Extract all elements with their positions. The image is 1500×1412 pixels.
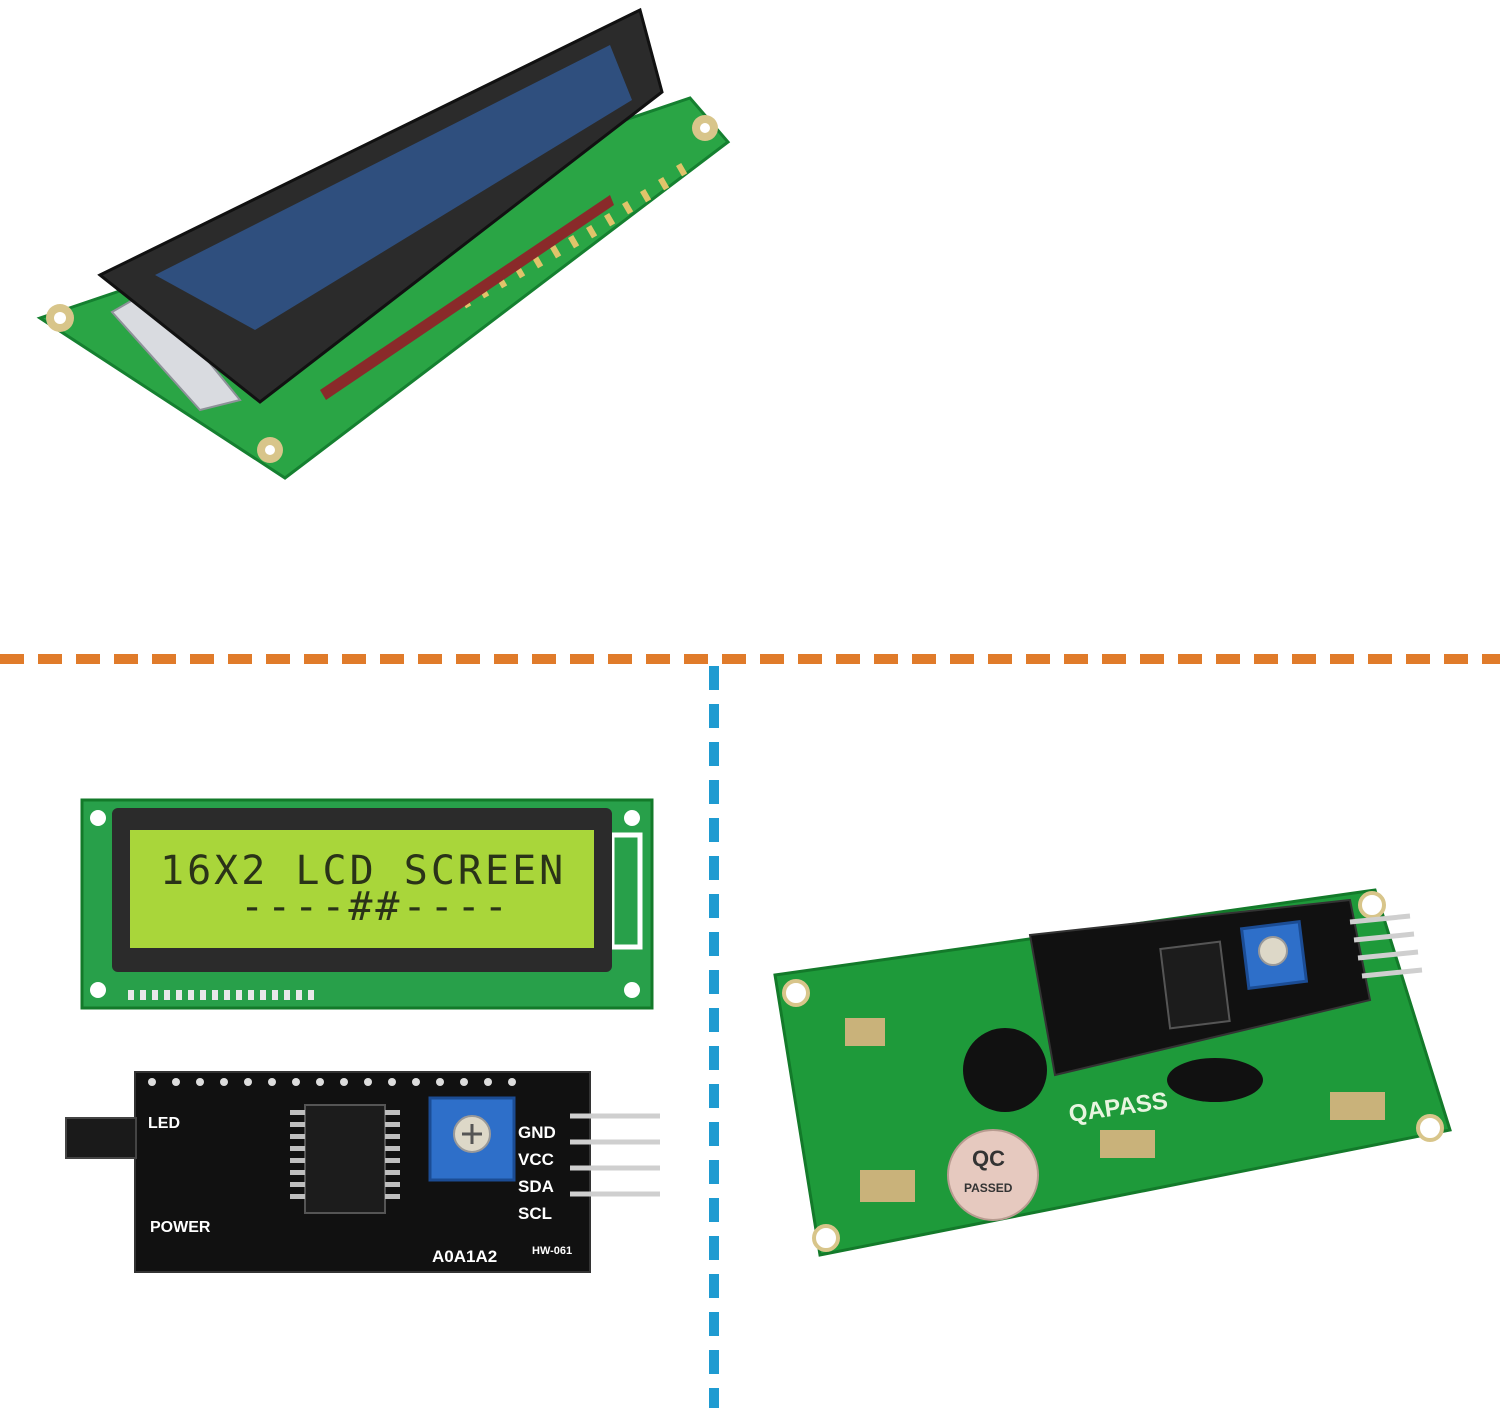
qc-sticker: [947, 1129, 1039, 1221]
pin-label-sda: SDA: [518, 1177, 554, 1196]
header-pins-icon: [148, 1078, 516, 1086]
solder-pad: [1330, 1092, 1385, 1120]
solder-pad: [845, 1018, 885, 1046]
mounting-hole-center: [54, 312, 66, 324]
pin-label-gnd: GND: [518, 1123, 556, 1142]
model-label: HW-061: [532, 1245, 572, 1257]
pcf8574-chip: [304, 1104, 386, 1214]
header-pins-icon: [128, 990, 314, 1000]
bezel-edge: [320, 195, 614, 400]
header-pins-icon: [1349, 913, 1423, 979]
header-pins-icon: [570, 1113, 660, 1197]
mounting-hole-center: [265, 445, 275, 455]
lcd-screen-blue: [155, 45, 632, 330]
lcd-module-front: 16X2 LCD SCREEN ----##----: [80, 798, 654, 1010]
solder-pad: [860, 1170, 915, 1202]
mounting-hole: [90, 810, 106, 826]
qc-sticker-bottom: PASSED: [964, 1181, 1013, 1195]
lcd-screen-yellow-green: [130, 830, 594, 948]
mounting-hole: [90, 982, 106, 998]
mounting-hole: [1358, 891, 1386, 919]
header-pins-icon: [459, 163, 688, 309]
address-pins-label: A0A1A2: [432, 1247, 497, 1266]
lcd-line-2: ----##----: [240, 884, 511, 930]
mounting-hole: [782, 979, 810, 1007]
mounting-hole-center: [700, 123, 710, 133]
qc-sticker-top: QC: [972, 1146, 1005, 1171]
label-led: LED: [148, 1115, 180, 1132]
lcd-line-1: 16X2 LCD SCREEN: [160, 848, 566, 894]
mounting-hole: [1416, 1114, 1444, 1142]
lcd-back-view: QAPASS QC PASSED: [773, 888, 1452, 1257]
solder-pad: [1100, 1130, 1155, 1158]
chip-pins: [290, 1110, 400, 1199]
potentiometer-knob: [1258, 936, 1288, 966]
mounting-hole: [624, 810, 640, 826]
pin-label-vcc: VCC: [518, 1150, 554, 1169]
mounting-hole: [624, 982, 640, 998]
lcd-module-angled: [36, 7, 731, 480]
cob-chip: [1167, 1058, 1263, 1102]
pcf8574-chip: [1159, 940, 1231, 1030]
pin-label-scl: SCL: [518, 1204, 552, 1223]
jumper-icon: [65, 1117, 137, 1159]
mounting-hole: [812, 1224, 840, 1252]
i2c-backpack: LED POWER GND VCC SDA SCL A: [65, 1071, 660, 1273]
label-power: POWER: [150, 1219, 211, 1236]
cob-chip: [963, 1028, 1047, 1112]
